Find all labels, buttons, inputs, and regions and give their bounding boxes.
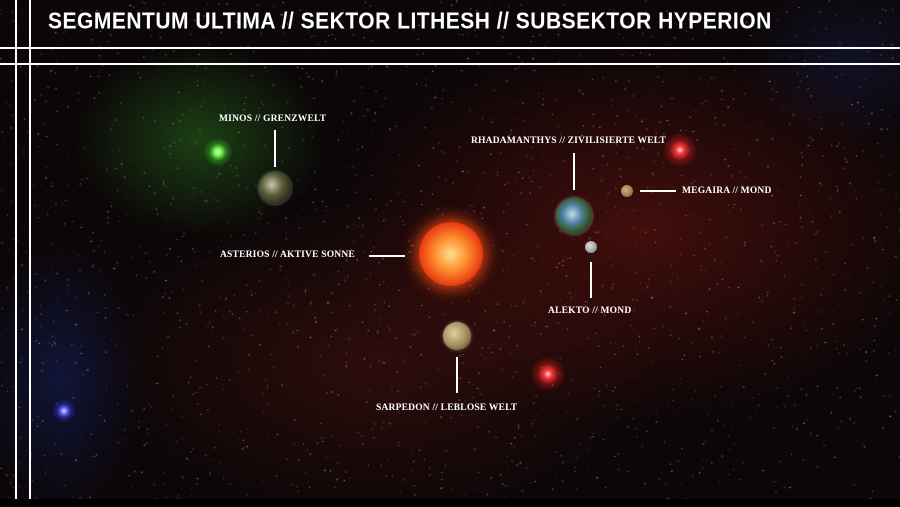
pointer-line	[456, 357, 458, 393]
pointer-line	[573, 153, 575, 190]
label-megaira: MEGAIRA // MOND	[682, 186, 772, 196]
label-asterios: ASTERIOS // AKTIVE SONNE	[220, 250, 355, 260]
blue-star	[52, 399, 76, 423]
planet-rhadamanthys[interactable]	[556, 198, 592, 234]
red-star	[530, 356, 566, 392]
moon-megaira[interactable]	[621, 185, 633, 197]
pointer-line	[590, 262, 592, 298]
frame-line	[0, 63, 900, 65]
frame-line	[15, 0, 17, 507]
pointer-line	[274, 130, 276, 167]
planet-minos[interactable]	[259, 172, 291, 204]
red-star	[662, 132, 698, 168]
frame-line	[29, 0, 31, 507]
moon-alekto[interactable]	[585, 241, 597, 253]
pointer-line	[369, 255, 405, 257]
bottom-edge	[0, 499, 900, 507]
pointer-line	[640, 190, 676, 192]
label-minos: MINOS // GRENZWELT	[219, 114, 327, 124]
frame-line	[0, 47, 900, 49]
sun-asterios[interactable]	[419, 222, 483, 286]
planet-sarpedon[interactable]	[443, 322, 471, 350]
page-title: SEGMENTUM ULTIMA // SEKTOR LITHESH // SU…	[48, 8, 772, 35]
green-star	[203, 137, 233, 167]
label-sarpedon: SARPEDON // LEBLOSE WELT	[376, 403, 518, 413]
label-alekto: ALEKTO // MOND	[548, 306, 632, 316]
label-rhadamanthys: RHADAMANTHYS // ZIVILISIERTE WELT	[471, 136, 666, 146]
